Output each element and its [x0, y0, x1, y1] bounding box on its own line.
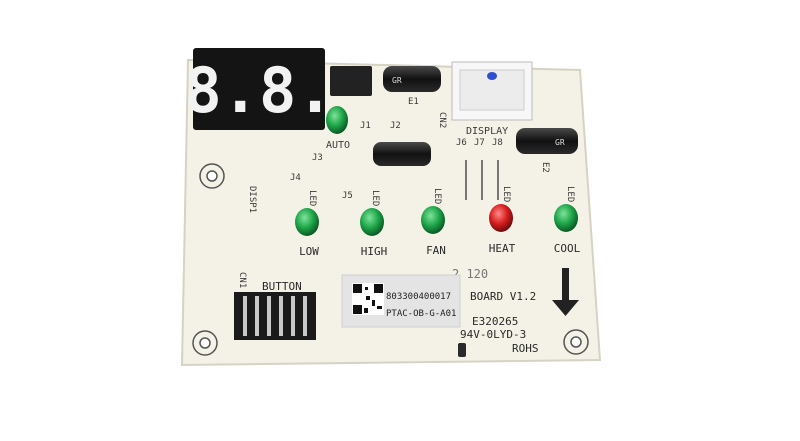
- jumper-block: [330, 66, 372, 96]
- rohs-mark: ROHS: [512, 342, 539, 355]
- label-j4: J4: [290, 173, 301, 183]
- led-high: [360, 208, 384, 236]
- capacitor-mid: [373, 142, 431, 166]
- label-e2: E2: [540, 162, 550, 173]
- capacitor-e2: GR: [516, 128, 578, 154]
- led-tag: LED: [501, 186, 511, 202]
- label-e1: E1: [408, 97, 419, 107]
- label-j2: J2: [390, 121, 401, 131]
- label-cn1: CN1: [237, 272, 247, 288]
- cert-number: E320265: [472, 315, 518, 328]
- board-version: BOARD V1.2: [470, 290, 536, 303]
- arrow-down-icon: [552, 268, 579, 316]
- led-cool: [554, 204, 578, 232]
- flame-rating: 94V-0LYD-3: [460, 328, 526, 341]
- label-j5: J5: [342, 191, 353, 201]
- pcb-substrate: [180, 58, 602, 367]
- label-auto: AUTO: [326, 140, 350, 151]
- capacitor-e1: GR: [383, 66, 441, 92]
- led-label-cool: COOL: [554, 242, 581, 255]
- label-j7: J7: [474, 138, 485, 148]
- led-label-fan: FAN: [426, 244, 446, 257]
- led-tag: LED: [432, 188, 442, 204]
- wire-jumpers: [465, 160, 499, 200]
- seven-segment-display: 8.8.: [184, 48, 334, 130]
- date-code: 2 120: [452, 267, 488, 281]
- sticker-model: PTAC-OB-G-A01: [386, 309, 456, 319]
- sticker-serial: 803300400017: [386, 292, 451, 302]
- mounting-holes: [192, 163, 589, 356]
- label-button: BUTTON: [262, 280, 302, 293]
- led-heat: [489, 204, 513, 232]
- small-component: [458, 343, 466, 357]
- qr-code-icon: [353, 284, 383, 314]
- label-display: DISPLAY: [466, 126, 508, 137]
- connector-cn1: [234, 292, 316, 340]
- led-low: [295, 208, 319, 236]
- led-tag: LED: [307, 190, 317, 206]
- label-j6: J6: [456, 138, 467, 148]
- led-fan: [421, 206, 445, 234]
- led-label-heat: HEAT: [489, 242, 516, 255]
- label-disp1: DISP1: [247, 186, 257, 213]
- led-tag: LED: [565, 186, 575, 202]
- label-j8: J8: [492, 138, 503, 148]
- display-digits: 8.8.: [184, 54, 333, 127]
- svg-text:GR: GR: [392, 76, 402, 85]
- label-j3: J3: [312, 153, 323, 163]
- led-tag: LED: [370, 190, 380, 206]
- serial-sticker: 803300400017 PTAC-OB-G-A01: [341, 274, 461, 328]
- led-label-high: HIGH: [361, 245, 388, 258]
- label-j1: J1: [360, 121, 371, 131]
- led-label-low: LOW: [299, 245, 319, 258]
- connector-cn2: [451, 61, 533, 121]
- svg-text:GR: GR: [555, 138, 565, 147]
- label-cn2: CN2: [437, 112, 447, 128]
- led-auto: [326, 106, 348, 134]
